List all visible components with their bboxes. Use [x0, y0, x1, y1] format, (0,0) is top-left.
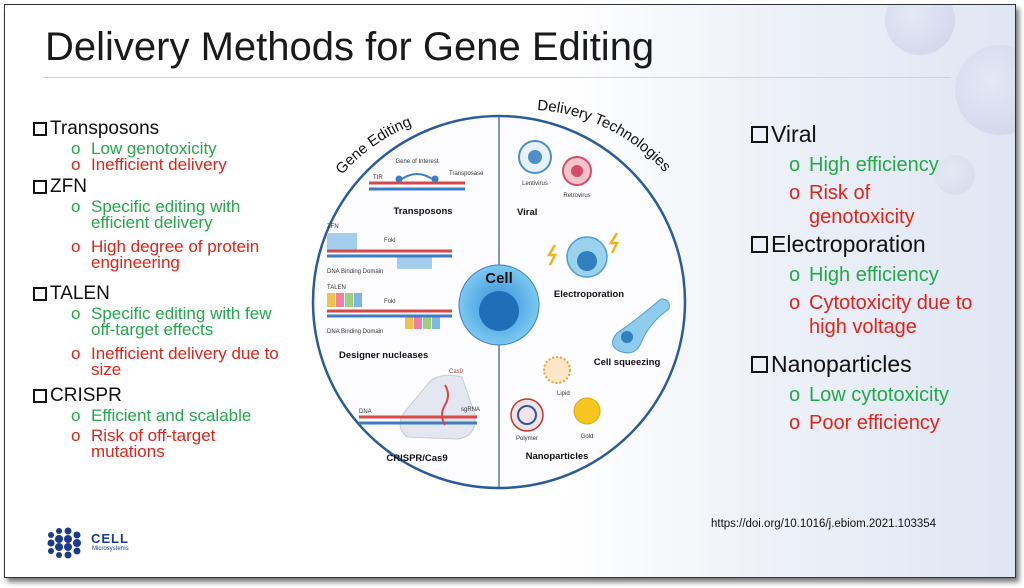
label-crispr-cas9: CRISPR/Cas9 [386, 453, 447, 464]
label-electroporation: Electroporation [554, 289, 624, 300]
method-name: CRISPR [50, 385, 122, 406]
bullet-icon [789, 263, 809, 287]
bullet-icon [789, 383, 809, 407]
pro-text: High efficiency [809, 154, 939, 176]
label-dna: DNA [359, 409, 372, 415]
checkbox-icon [751, 355, 768, 373]
pro-text: Efficient and scalable [91, 406, 252, 425]
con-text: High degree of protein engineering [91, 237, 260, 272]
method-transposons: Transposons Low genotoxicity Inefficient… [33, 117, 286, 175]
nanoparticles-illustration: Lipid Polymer Gold Nanoparticles [510, 356, 601, 462]
label-viral: Viral [517, 207, 537, 218]
label-fokl: FokI [384, 238, 396, 244]
logo-subtitle: Microsystems [92, 546, 129, 552]
decor-bubble [935, 155, 975, 195]
checkbox-icon [751, 125, 768, 143]
method-electroporation: Electroporation High efficiency Cytotoxi… [751, 229, 999, 349]
con-text: Poor efficiency [809, 412, 940, 434]
method-zfn: ZFN Specific editing with efficient deli… [33, 175, 286, 282]
pro-text: Low genotoxicity [91, 139, 217, 158]
bullet-icon [71, 306, 91, 322]
pro-text: Specific editing with efficient delivery [91, 197, 241, 232]
company-logo: CELL Microsystems [45, 525, 129, 566]
label-transposons: Transposons [393, 206, 452, 217]
transposons-illustration: Gene of Interest TIR Transposase Transpo… [369, 159, 484, 217]
label-cell-squeezing: Cell squeezing [594, 357, 661, 368]
cell-label: Cell [485, 270, 513, 287]
con-text: Cytotoxicity due to high voltage [809, 292, 973, 338]
checkbox-icon [33, 122, 47, 136]
gene-editing-list: Transposons Low genotoxicity Inefficient… [33, 117, 286, 460]
viral-illustration: Lentivirus Retrovirus Viral [517, 140, 592, 218]
label-dbd: DNA Binding Domain [327, 269, 383, 275]
bullet-icon [789, 153, 809, 177]
method-name: TALEN [50, 283, 110, 304]
label-gold: Gold [581, 434, 594, 440]
label-retrovirus: Retrovirus [563, 193, 590, 199]
title-divider [43, 77, 951, 78]
bullet-icon [789, 291, 809, 315]
label-tir: TIR [373, 175, 383, 181]
checkbox-icon [751, 235, 768, 253]
bullet-icon [71, 408, 91, 424]
checkbox-icon [33, 180, 47, 194]
label-fokl-2: FokI [384, 299, 396, 305]
bullet-icon [71, 199, 91, 215]
method-name: Electroporation [771, 230, 926, 257]
label-gene-of-interest: Gene of Interest [395, 159, 438, 165]
label-lentivirus: Lentivirus [522, 181, 548, 187]
method-talen: TALEN Specific editing with few off-targ… [33, 282, 286, 384]
label-cas9: Cas9 [449, 369, 464, 375]
method-nanoparticles: Nanoparticles Low cytotoxicity Poor effi… [751, 349, 999, 435]
label-zfn: ZFN [327, 224, 339, 230]
slide-title: Delivery Methods for Gene Editing [45, 25, 655, 69]
slide: Delivery Methods for Gene Editing Transp… [4, 4, 1016, 578]
con-text: Inefficient delivery [91, 155, 227, 174]
designer-nucleases-illustration: ZFN FokI DNA Binding Domain TALEN FokI D… [327, 224, 452, 361]
cell-icon: Cell [458, 264, 540, 346]
method-name: Nanoparticles [771, 350, 912, 377]
label-nanoparticles: Nanoparticles [526, 451, 589, 462]
label-polymer: Polymer [516, 436, 538, 442]
checkbox-icon [33, 287, 47, 301]
gene-editing-diagram: Gene Editing Delivery Technologies Cell … [311, 97, 687, 490]
con-text: Risk of off-target mutations [91, 426, 216, 461]
label-sgrna: sgRNA [461, 407, 480, 413]
pro-text: Specific editing with few off-target eff… [91, 304, 272, 339]
crispr-illustration: DNA Cas9 sgRNA CRISPR/Cas9 [359, 369, 480, 464]
label-designer-nucleases: Designer nucleases [339, 350, 428, 361]
electroporation-illustration: Electroporation [546, 232, 624, 300]
label-transposase: Transposase [449, 171, 484, 177]
label-dbd-2: DNA Binding Domain [327, 329, 383, 335]
con-text: Inefficient delivery due to size [91, 344, 279, 379]
cell-squeezing-illustration: Cell squeezing [594, 298, 670, 368]
label-lipid: Lipid [557, 391, 570, 397]
decor-bubble [885, 5, 955, 55]
bullet-icon [789, 411, 809, 435]
bullet-icon [71, 346, 91, 362]
con-text: Risk of genotoxicity [809, 182, 915, 228]
method-name: Transposons [50, 118, 160, 139]
checkbox-icon [33, 389, 47, 403]
method-name: Viral [771, 120, 817, 147]
bullet-icon [71, 157, 91, 173]
pro-text: High efficiency [809, 264, 939, 286]
delivery-list: Viral High efficiency Risk of genotoxici… [751, 119, 999, 435]
doi-link[interactable]: https://doi.org/10.1016/j.ebiom.2021.103… [711, 518, 937, 530]
logo-dots-icon [47, 527, 81, 559]
method-name: ZFN [50, 176, 87, 197]
bullet-icon [789, 181, 809, 205]
pro-text: Low cytotoxicity [809, 384, 950, 406]
method-crispr: CRISPR Efficient and scalable Risk of of… [33, 384, 286, 460]
logo-name: CELL [91, 531, 129, 546]
bullet-icon [71, 428, 91, 444]
method-viral: Viral High efficiency Risk of genotoxici… [751, 119, 999, 229]
bullet-icon [71, 239, 91, 255]
label-talen: TALEN [327, 285, 346, 291]
